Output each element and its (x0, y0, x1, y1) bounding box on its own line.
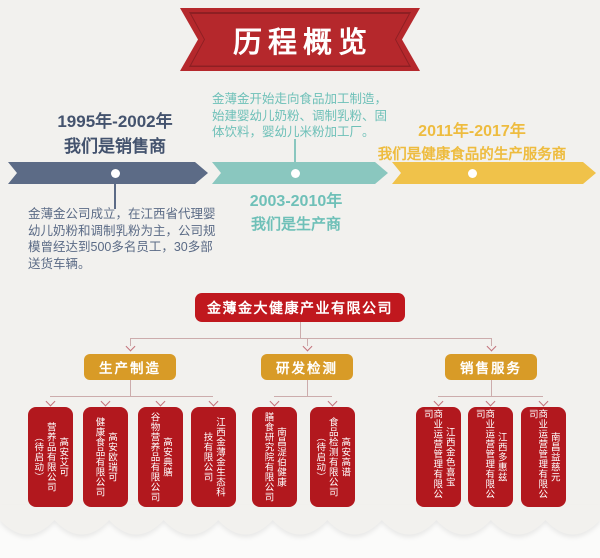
timeline-arrow-2011-2017 (392, 162, 596, 184)
connector-line (129, 380, 131, 396)
company-name-line: （待启动） (314, 432, 326, 482)
company-name-line: （待启动） (32, 432, 44, 482)
connector-line (490, 380, 492, 396)
company-name-line: 商业运营管理有限公司 (421, 409, 443, 499)
company-name-line: 南昌湜伯健康 (275, 427, 286, 487)
period2-note: 金薄金开始走向食品加工制造，始建婴幼儿奶粉、调制乳粉、固体饮料，婴幼儿米粉加工厂… (212, 92, 388, 139)
connector-line (129, 338, 131, 346)
company-name-line: 高安艾可 (57, 437, 69, 477)
page-title: 历程概览 (232, 24, 373, 59)
timeline-dot-icon (290, 169, 300, 178)
period1-role: 我们是销售商 (64, 136, 166, 156)
period3-role: 我们是健康食品的生产服务商 (377, 147, 567, 163)
period3-years: 2011年-2017年 (418, 123, 526, 140)
org-child-company: 南昌益慈元 商业运营管理有限公司 (520, 407, 566, 507)
company-name-line: 高安高谱 (339, 437, 351, 477)
period2-years: 2003-2010年 (249, 193, 343, 210)
period1-years: 1995年-2002年 (57, 112, 173, 131)
scalloped-edge (0, 505, 600, 535)
connector-line (274, 396, 332, 397)
company-name-line: 江西金薄金生态科 (214, 417, 225, 497)
connector-line (306, 338, 308, 346)
company-name-line: 谷物营养品有限公司 (148, 412, 160, 502)
period1-note: 金薄金公司成立，在江西省代理婴幼儿奶粉和调制乳粉为主，公司规模曾经达到500多名… (28, 207, 216, 271)
timeline-arrow-2003-2010 (212, 162, 388, 184)
company-name-line: 南昌益慈元 (548, 432, 560, 482)
company-name-line: 江西多惠兹 (495, 432, 507, 482)
company-name-line: 技有限公司 (201, 432, 213, 482)
org-child-company: 高安欧瑞可 健康食品有限公司 (82, 407, 128, 507)
connector-line (113, 182, 116, 209)
org-root-company: 金薄金大健康产业有限公司 (195, 293, 405, 322)
period3-heading: 2011年-2017年 我们是健康食品的生产服务商 (352, 117, 592, 164)
period2-heading: 2003-2010年 我们是生产商 (210, 187, 382, 234)
org-child-company: 江西金薄金生态科 技有限公司 (190, 407, 236, 507)
company-name-line: 商业运营管理有限公司 (526, 409, 548, 499)
ribbon-inner (191, 14, 409, 66)
org-child-company: 江西多惠兹 商业运营管理有限公司 (467, 407, 513, 507)
org-child-company: 江西金色喜宝 商业运营管理有限公司 (415, 407, 461, 507)
org-branch-rnd-testing: 研发检测 (261, 354, 353, 380)
org-branch-sales-service: 销售服务 (445, 354, 537, 380)
org-child-company: 高安高谱 食品检测有限公司 （待启动） (309, 407, 355, 507)
company-name-line: 膳食研究院有限公司 (262, 412, 274, 502)
org-child-company: 南昌湜伯健康 膳食研究院有限公司 (251, 407, 297, 507)
org-child-company: 高安典膳 谷物营养品有限公司 (137, 407, 183, 507)
period1-heading: 1995年-2002年 我们是销售商 (15, 110, 215, 159)
connector-line (490, 338, 492, 346)
timeline-dot-icon (110, 169, 120, 178)
company-name-line: 高安欧瑞可 (106, 432, 117, 482)
connector-line (299, 322, 301, 338)
timeline-dot-icon (467, 169, 477, 178)
company-name-line: 商业运营管理有限公司 (473, 409, 495, 499)
period2-role: 我们是生产商 (250, 216, 341, 233)
org-branch-production: 生产制造 (84, 354, 176, 380)
company-name-line: 江西金色喜宝 (443, 427, 455, 487)
connector-line (50, 396, 213, 397)
connector-line (306, 380, 308, 396)
org-child-company: 高安艾可 营养品有限公司 （待启动） (27, 407, 73, 507)
connector-line (438, 396, 543, 397)
connector-line (293, 139, 296, 166)
timeline-arrow-1995-2002 (8, 162, 208, 184)
company-name-line: 食品检测有限公司 (326, 417, 338, 497)
company-name-line: 高安典膳 (161, 437, 172, 477)
connector-line (130, 338, 491, 339)
title-ribbon: 历程概览 (180, 8, 420, 71)
company-name-line: 营养品有限公司 (44, 422, 56, 492)
company-name-line: 健康食品有限公司 (93, 417, 105, 497)
